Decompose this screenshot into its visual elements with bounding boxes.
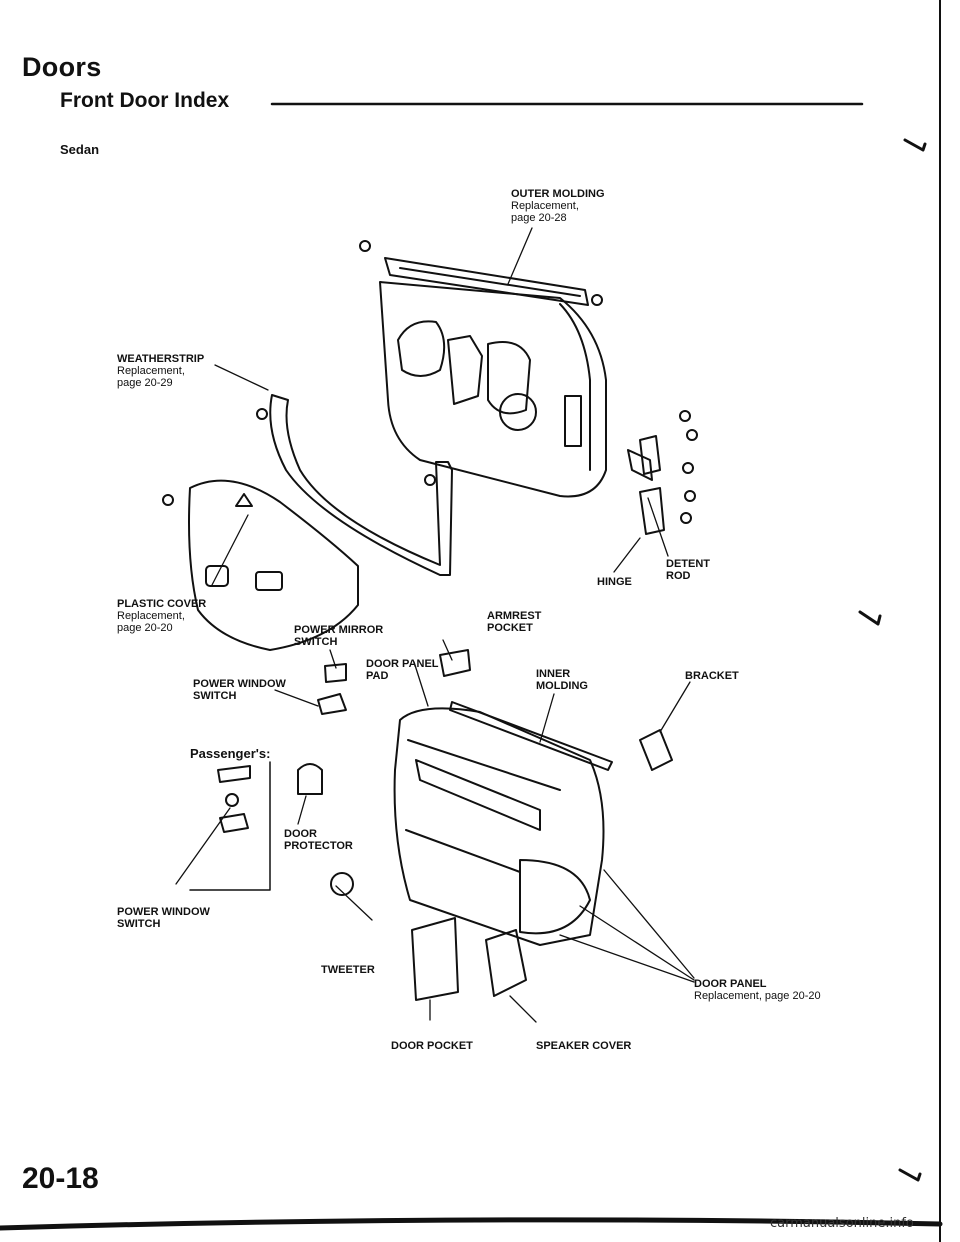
armrest-pocket-line-2: POCKET — [487, 622, 533, 634]
door-panel-pad-label: DOOR PANEL PAD — [366, 658, 439, 682]
plastic-cover-note-1: Replacement, — [117, 610, 185, 622]
door-panel-name: DOOR PANEL — [694, 978, 767, 990]
clip-fastener — [591, 294, 603, 306]
hinge-label: HINGE — [597, 576, 632, 588]
plastic-cover-note-2: page 20-20 — [117, 622, 173, 634]
variant-label: Sedan — [60, 142, 100, 157]
weatherstrip-note-2: page 20-29 — [117, 377, 173, 389]
tweeter-part — [330, 872, 354, 896]
outer-molding-label: OUTER MOLDING Replacement, page 20-28 — [511, 188, 605, 224]
plastic-cover-part — [162, 479, 359, 651]
weatherstrip-note-1: Replacement, — [117, 365, 185, 377]
outer-molding-note-2: page 20-28 — [511, 212, 567, 224]
inner-molding-line-2: MOLDING — [536, 680, 588, 692]
power-window-switch-passenger-line-1: POWER WINDOW — [117, 906, 210, 918]
armrest-pocket-part — [439, 649, 471, 677]
clip-fastener — [235, 493, 253, 507]
door-pocket-part — [411, 917, 459, 1001]
passenger-inset-box — [189, 761, 271, 891]
bottom-binding — [0, 1217, 943, 1231]
door-protector-part — [297, 763, 323, 795]
door-panel-pad-line-2: PAD — [366, 670, 389, 682]
clip-fastener — [424, 474, 436, 486]
tick-mark — [903, 138, 927, 152]
speaker-cover-label: SPEAKER COVER — [536, 1040, 632, 1052]
detent-rod-line-2: ROD — [666, 570, 691, 582]
watermark: carmanualsonline.info — [770, 1216, 914, 1231]
power-mirror-switch-line-1: POWER MIRROR — [294, 624, 384, 636]
armrest-pocket-line-1: ARMREST — [487, 610, 542, 622]
power-window-switch-part — [317, 693, 347, 715]
detent-rod-label: DETENT ROD — [666, 558, 710, 582]
plastic-cover-name: PLASTIC COVER — [117, 598, 207, 610]
outer-molding-name: OUTER MOLDING — [511, 188, 605, 200]
power-window-switch-label: POWER WINDOW SWITCH — [193, 678, 286, 702]
tick-mark — [898, 1168, 922, 1182]
door-panel-pad-part — [324, 663, 347, 683]
hinge-hardware — [627, 410, 698, 535]
armrest-pocket-label: ARMREST POCKET — [487, 610, 541, 634]
passengers-label: Passenger's: — [190, 746, 271, 761]
power-mirror-switch-label: POWER MIRROR SWITCH — [294, 624, 383, 648]
clip-fastener — [162, 494, 174, 506]
door-panel-note: Replacement, page 20-20 — [694, 990, 821, 1002]
outer-molding-note-1: Replacement, — [511, 200, 579, 212]
page-subtitle: Front Door Index — [60, 89, 230, 112]
outer-molding-part — [359, 240, 603, 306]
section-title: Doors — [22, 52, 102, 82]
door-shell-part — [379, 281, 607, 498]
power-window-switch-line-1: POWER WINDOW — [193, 678, 286, 690]
power-mirror-switch-line-2: SWITCH — [294, 636, 338, 648]
inner-molding-line-1: INNER — [536, 668, 571, 680]
door-pocket-label: DOOR POCKET — [391, 1040, 473, 1052]
power-window-switch-line-2: SWITCH — [193, 690, 237, 702]
plastic-cover-label: PLASTIC COVER Replacement, page 20-20 — [117, 598, 206, 634]
page-number: 20-18 — [22, 1162, 99, 1195]
door-panel-pad-line-1: DOOR PANEL — [366, 658, 439, 670]
tweeter-label: TWEETER — [321, 964, 375, 976]
clip-fastener — [256, 408, 268, 420]
weatherstrip-name: WEATHERSTRIP — [117, 353, 205, 365]
bracket-label: BRACKET — [685, 670, 739, 682]
power-window-switch-passenger-label: POWER WINDOW SWITCH — [117, 906, 210, 930]
door-panel-label: DOOR PANEL Replacement, page 20-20 — [694, 978, 821, 1002]
door-protector-line-1: DOOR — [284, 828, 317, 840]
weatherstrip-label: WEATHERSTRIP Replacement, page 20-29 — [117, 353, 204, 389]
bracket-part — [639, 729, 673, 771]
detent-rod-line-1: DETENT — [666, 558, 710, 570]
speaker-cover-part — [485, 929, 527, 997]
inner-molding-label: INNER MOLDING — [536, 668, 588, 692]
tick-mark — [858, 610, 882, 626]
leader-lines — [175, 227, 695, 1023]
inner-molding-part — [449, 701, 613, 771]
power-window-switch-passenger-line-2: SWITCH — [117, 918, 161, 930]
door-trim-panel-part — [393, 707, 605, 946]
weatherstrip-part — [256, 394, 453, 576]
door-protector-line-2: PROTECTOR — [284, 840, 353, 852]
clip-fastener — [359, 240, 371, 252]
door-protector-label: DOOR PROTECTOR — [284, 828, 353, 852]
